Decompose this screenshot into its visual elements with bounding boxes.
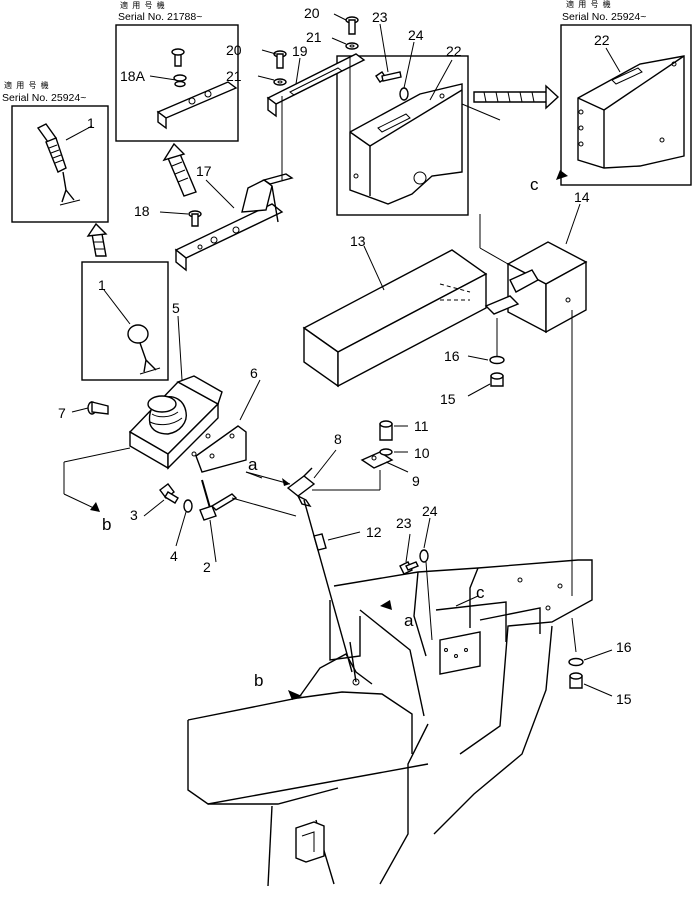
grip-lever-shape: [36, 123, 81, 206]
label-5: 5: [172, 300, 180, 316]
label-22-main: 22: [446, 43, 462, 59]
bolt-20-left: [273, 50, 287, 69]
part-number-labels: 1 1 2 3 4 5 6 7 8 9 10 11 12 13 14 15 15…: [58, 5, 632, 707]
label-19: 19: [292, 43, 308, 59]
bolt-11: [379, 420, 393, 441]
bracket-9: [360, 451, 394, 469]
bolt-23-top: [375, 71, 402, 83]
label-12: 12: [366, 524, 382, 540]
bolt-23-lower: [399, 561, 419, 575]
inset-lower-lever: [81, 261, 169, 381]
label-3: 3: [130, 507, 138, 523]
connector-lines: [63, 56, 577, 653]
lever-stand-5: [128, 375, 223, 470]
label-6: 6: [250, 365, 258, 381]
leader-lines: [65, 13, 621, 697]
label-23-lower: 23: [396, 515, 412, 531]
ref-b-lower: b: [254, 671, 263, 690]
nut-16-upper: [489, 355, 505, 365]
ref-a-lower: a: [404, 611, 414, 630]
label-20-top: 20: [304, 5, 320, 21]
bolt-3: [159, 483, 179, 504]
label-1-grip: 1: [87, 115, 95, 131]
label-23-top: 23: [372, 9, 388, 25]
bracket-18a-shape: [156, 48, 238, 130]
plate-6: [195, 425, 247, 473]
cover-22-inset-shape: [577, 55, 685, 169]
washer-10: [379, 448, 393, 456]
assembly-22-box: [336, 55, 469, 216]
label-11: 11: [414, 418, 429, 434]
bracket-17: [174, 173, 294, 272]
striped-arrow-left: [86, 222, 108, 257]
lever-2: [199, 479, 238, 521]
ref-c-upper: c: [530, 175, 539, 194]
assembly-22-frame: [336, 55, 469, 216]
striped-arrow-top: [162, 142, 197, 197]
inset-top-jp: 適 用 号 機: [120, 0, 166, 10]
bracket-19: [266, 53, 366, 118]
bolt-15-upper: [490, 372, 504, 387]
bolt-20-top: [345, 16, 359, 35]
inset-lower-frame: [81, 261, 169, 381]
label-15-lower: 15: [616, 691, 632, 707]
inset-right-frame: [560, 24, 692, 186]
inset-left-serial: Serial No. 25924~: [2, 92, 86, 104]
label-1-knob: 1: [98, 277, 106, 293]
washer-4: [183, 499, 193, 513]
label-20-left: 20: [226, 42, 242, 58]
inset-top-serial: Serial No. 21788~: [118, 11, 202, 23]
box-14: [484, 241, 588, 334]
label-24-lower: 24: [422, 503, 438, 519]
console-13: [302, 249, 488, 388]
label-16-upper: 16: [444, 348, 460, 364]
label-4: 4: [170, 548, 178, 564]
label-8: 8: [334, 431, 342, 447]
bolt-7: [87, 401, 109, 415]
washer-21-top: [345, 42, 359, 50]
label-13: 13: [350, 233, 366, 249]
inset-left-lever: 適 用 号 機 Serial No. 25924~: [2, 80, 109, 223]
ref-b-upper: b: [102, 515, 111, 534]
inset-left-jp: 適 用 号 機: [4, 80, 50, 90]
ref-a-upper: a: [248, 455, 258, 474]
bolt-18: [188, 210, 202, 227]
label-18a: 18A: [120, 68, 146, 84]
label-21-top: 21: [306, 29, 322, 45]
arrowheads: [90, 170, 568, 700]
bolt-15-lower: [569, 672, 583, 689]
striped-arrow-right: [473, 84, 560, 110]
label-10: 10: [414, 445, 430, 461]
ref-c-lower: c: [476, 583, 485, 602]
inset-left-frame: [11, 105, 109, 223]
inset-right-cover: 適 用 号 機 Serial No. 25924~: [560, 0, 692, 186]
label-21-left: 21: [226, 68, 242, 84]
label-24-top: 24: [408, 27, 424, 43]
label-18: 18: [134, 203, 150, 219]
inset-right-serial: Serial No. 25924~: [562, 11, 646, 23]
knob-lever-shape: [127, 324, 161, 375]
label-14: 14: [574, 189, 590, 205]
label-9: 9: [412, 473, 420, 489]
washer-24-top: [399, 87, 409, 101]
joint-8: [286, 467, 316, 508]
inset-top-bracket: 適 用 号 機 Serial No. 21788~: [115, 0, 239, 142]
inset-top-frame: [115, 24, 239, 142]
washer-21-left: [273, 78, 287, 86]
cover-22-shape: [349, 83, 463, 205]
label-16-lower: 16: [616, 639, 632, 655]
label-15-upper: 15: [440, 391, 456, 407]
nut-16-lower: [568, 657, 584, 667]
inset-right-jp: 適 用 号 機: [566, 0, 612, 9]
washer-24-lower: [419, 549, 429, 563]
frame-floor: [187, 559, 593, 887]
label-22-inset: 22: [594, 32, 610, 48]
rod-12: [303, 499, 353, 673]
reference-letters: a a b b c c: [102, 175, 539, 690]
label-7: 7: [58, 405, 66, 421]
label-17: 17: [196, 163, 212, 179]
label-2: 2: [203, 559, 211, 575]
